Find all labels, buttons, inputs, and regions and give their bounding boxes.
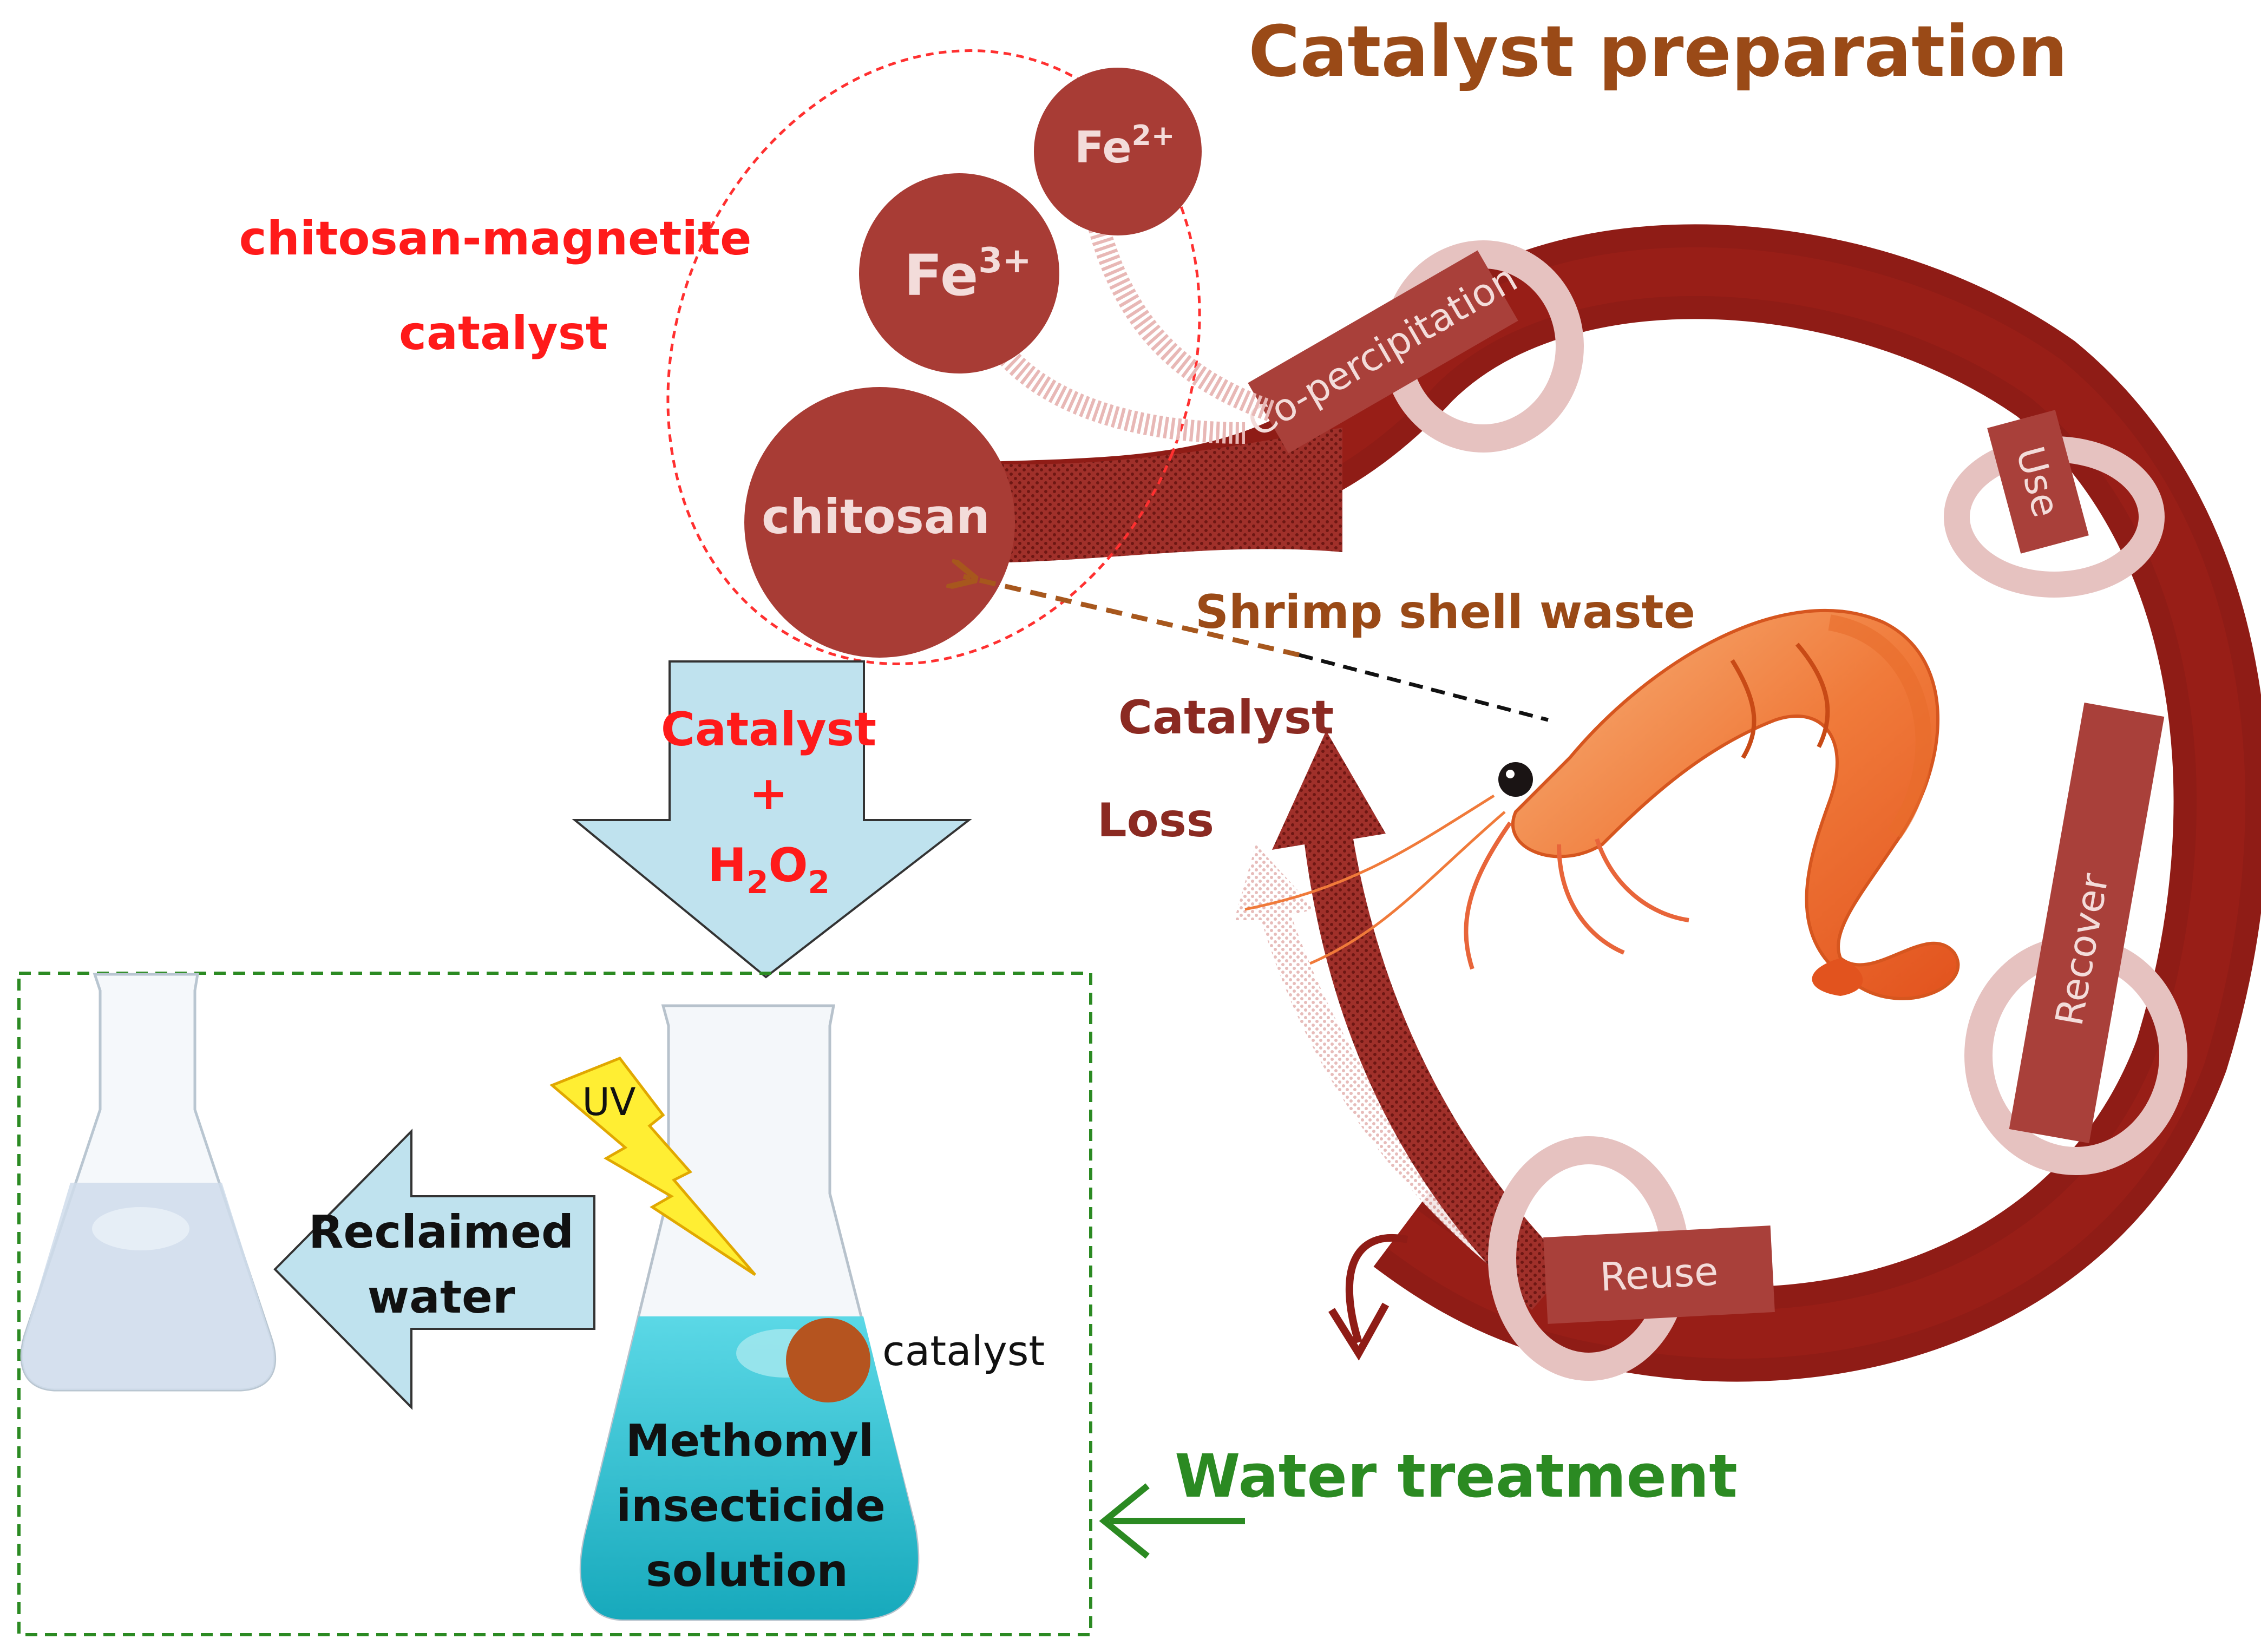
input-line1: Catalyst xyxy=(661,703,876,757)
catalyst-particle-label: catalyst xyxy=(882,1327,1045,1375)
catalyst-name-line2: catalyst xyxy=(399,306,608,360)
shrimp-link-black xyxy=(1299,653,1549,722)
solution-line2: insecticide xyxy=(616,1480,886,1532)
connector-fe2 xyxy=(1088,224,1276,422)
water-treatment-box xyxy=(17,972,1092,1636)
input-line2: + xyxy=(749,766,788,821)
step-box-reuse xyxy=(1543,1225,1775,1324)
output-line2: water xyxy=(368,1270,515,1323)
water-treatment-arrow xyxy=(1099,1483,1245,1559)
source-label: Shrimp shell waste xyxy=(1195,585,1695,639)
uv-lightning-icon xyxy=(549,1056,756,1276)
catalyst-name-line1: chitosan-magnetite xyxy=(239,212,752,266)
catalyst-loss-arrow xyxy=(1272,731,1570,1310)
chitosan-label: chitosan xyxy=(762,489,990,545)
fe2-sphere xyxy=(1034,68,1202,235)
fe3-sphere xyxy=(859,173,1059,373)
input-h2o2: H2O2 xyxy=(707,838,830,901)
water-treatment-label: Water treatment xyxy=(1175,1441,1738,1511)
title: Catalyst preparation xyxy=(1248,10,2068,93)
output-arrow xyxy=(273,1129,595,1410)
shrimp-image xyxy=(1244,608,1960,1000)
step-reuse: Reuse xyxy=(1599,1248,1720,1300)
catalyst-particle xyxy=(786,1318,870,1402)
output-line1: Reclaimed xyxy=(309,1205,574,1258)
connector-fe3 xyxy=(975,319,1246,444)
reclaimed-flask xyxy=(20,973,277,1392)
loss-line1: Catalyst xyxy=(1118,691,1334,745)
step-box-recover xyxy=(2009,703,2165,1143)
step-box-use xyxy=(1987,410,2089,554)
fe3-label: Fe3+ xyxy=(904,241,1032,309)
uv-label: UV xyxy=(582,1080,635,1124)
drop-arrow xyxy=(1345,1234,1408,1344)
catalyst-components-outline xyxy=(666,49,1201,665)
fe2-label: Fe2+ xyxy=(1074,120,1175,173)
loss-line2: Loss xyxy=(1097,794,1214,848)
input-arrow xyxy=(572,660,972,979)
shrimp-link-brown xyxy=(964,576,1300,658)
solution-line3: solution xyxy=(646,1545,848,1597)
step-box-coprecipitation xyxy=(1248,250,1518,454)
solution-line1: Methomyl xyxy=(626,1415,874,1467)
chitosan-tail xyxy=(974,428,1342,563)
